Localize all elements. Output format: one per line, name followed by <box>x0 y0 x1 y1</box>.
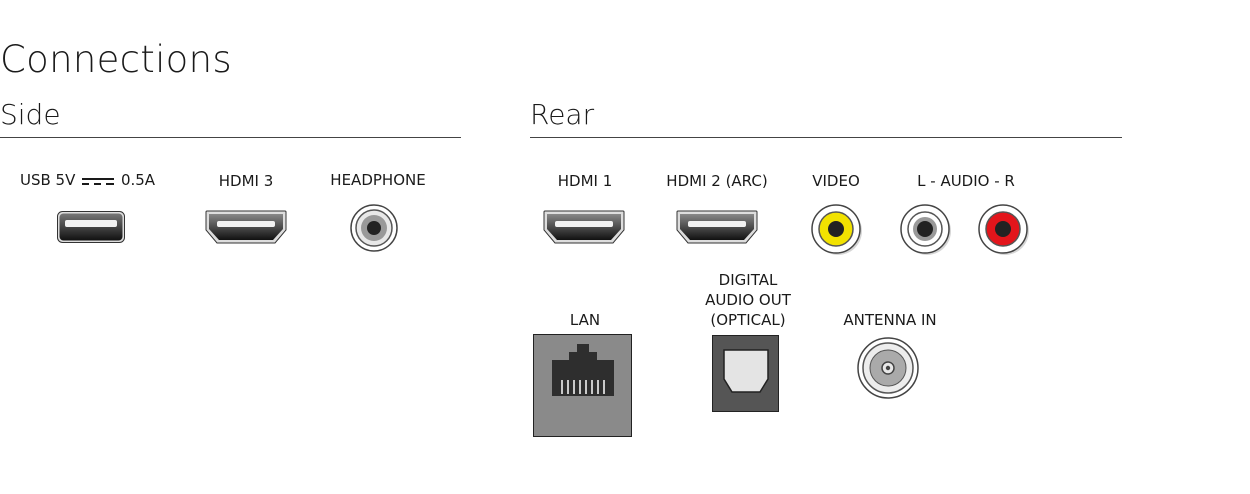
hdmi1-label: HDMI 1 <box>557 172 613 190</box>
rear-divider <box>530 137 1122 138</box>
hdmi3-label: HDMI 3 <box>218 172 274 190</box>
section-rear-heading: Rear <box>530 98 595 131</box>
dc-symbol-icon <box>82 177 115 185</box>
usb-label-prefix: USB 5V <box>20 171 76 189</box>
optical-label-line-3: (OPTICAL) <box>710 311 786 329</box>
page-title: Connections <box>0 38 232 81</box>
headphone-label: HEADPHONE <box>330 171 426 189</box>
audio-label: L - AUDIO - R <box>917 172 1015 190</box>
optical-label-line-1: DIGITAL <box>718 271 778 289</box>
optical-port-icon <box>712 335 779 412</box>
video-rca-jack-icon <box>811 204 862 255</box>
audio-left-rca-jack-icon <box>900 204 951 255</box>
hdmi1-port-icon <box>543 210 625 244</box>
section-side-heading: Side <box>0 98 61 131</box>
lan-label: LAN <box>569 311 601 329</box>
hdmi2-label: HDMI 2 (ARC) <box>666 172 768 190</box>
optical-label: DIGITAL AUDIO OUT (OPTICAL) <box>686 270 810 330</box>
coax-antenna-port-icon <box>857 337 919 399</box>
optical-label-line-2: AUDIO OUT <box>705 291 791 309</box>
side-divider <box>0 137 461 138</box>
usb-label: USB 5V 0.5A <box>20 171 170 189</box>
audio-right-rca-jack-icon <box>978 204 1029 255</box>
hdmi2-port-icon <box>676 210 758 244</box>
video-label: VIDEO <box>812 172 860 190</box>
usb-label-suffix: 0.5A <box>120 171 156 189</box>
ethernet-port-icon <box>533 334 632 437</box>
usb-port-icon <box>57 211 125 243</box>
headphone-jack-icon <box>350 204 398 252</box>
antenna-label: ANTENNA IN <box>843 311 937 329</box>
hdmi3-port-icon <box>205 210 287 244</box>
